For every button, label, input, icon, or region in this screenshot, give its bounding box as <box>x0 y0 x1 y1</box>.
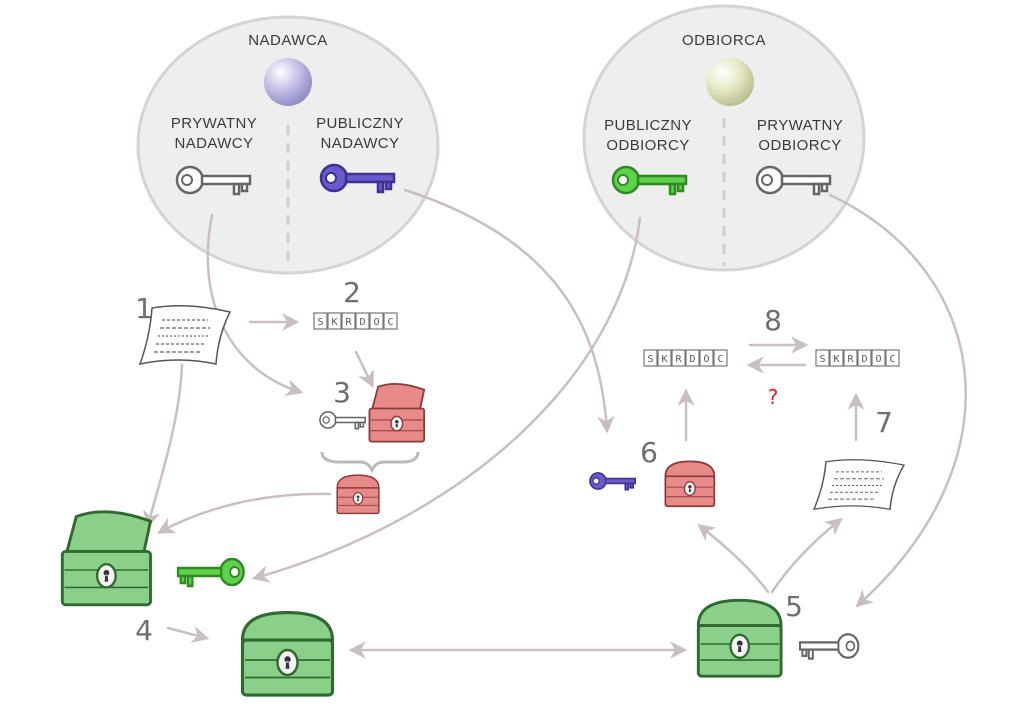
red-chest-closed-icon <box>336 474 380 515</box>
cipher-cell: K <box>327 312 342 330</box>
cipher-letter: O <box>703 354 709 365</box>
cipher-cell: S <box>643 349 658 367</box>
sender-private-key-label-line2: NADAWCY <box>175 135 254 152</box>
step-number-4: 4 <box>135 614 153 647</box>
receiver-private-key-used-icon <box>798 633 860 660</box>
cipher-letter: O <box>875 354 881 365</box>
cipher-cell: S <box>815 349 830 367</box>
cipher-cell: K <box>657 349 672 367</box>
cipher-letter: S <box>647 354 653 365</box>
cipher-letter: C <box>717 354 723 365</box>
step-number-7: 7 <box>875 406 893 439</box>
receiver-public-key-used-icon <box>176 557 245 588</box>
receiver-private-key-label-line2: ODBIORCY <box>758 137 841 154</box>
sender-public-key-used-icon <box>589 472 636 491</box>
plain-document-icon <box>139 305 231 365</box>
cipher-letter: K <box>661 354 667 365</box>
step-number-6: 6 <box>640 436 658 469</box>
cipher-text-recomputed: S K R D O C <box>815 349 900 367</box>
cipher-letter: R <box>847 354 854 365</box>
cipher-cell: O <box>369 312 384 330</box>
cipher-cell: R <box>843 349 858 367</box>
cipher-cell: C <box>383 312 398 330</box>
cipher-letter: R <box>675 354 682 365</box>
sender-sphere <box>264 58 312 106</box>
red-chest-received-icon <box>664 460 716 508</box>
sender-public-key-label-line2: NADAWCY <box>321 135 400 152</box>
cipher-cell: D <box>355 312 370 330</box>
cipher-cell: O <box>871 349 886 367</box>
receiver-public-key-label-line2: ODBIORCY <box>606 137 689 154</box>
receiver-sphere <box>706 58 754 106</box>
cipher-cell: D <box>685 349 700 367</box>
step-number-1: 1 <box>135 292 153 325</box>
cipher-text-sender: S K R D O C <box>313 312 398 330</box>
sender-panel: NADAWCA PRYWATNY NADAWCY PUBLICZNY NADAW… <box>136 15 440 275</box>
green-chest-closed-icon <box>240 610 335 697</box>
green-chest-received-icon <box>696 598 783 678</box>
cipher-cell: K <box>829 349 844 367</box>
curly-brace <box>320 451 420 474</box>
sender-title: NADAWCA <box>248 32 328 49</box>
cipher-letter: K <box>331 317 337 328</box>
cipher-text-from-chest: S K R D O C <box>643 349 728 367</box>
cipher-cell: O <box>699 349 714 367</box>
cipher-cell: R <box>341 312 356 330</box>
green-chest-open-icon <box>60 510 152 607</box>
receiver-public-key-label-line1: PUBLICZNY <box>604 117 692 134</box>
cipher-letter: S <box>819 354 825 365</box>
cipher-letter: K <box>833 354 839 365</box>
step-number-8: 8 <box>764 304 782 337</box>
cipher-letter: C <box>889 354 895 365</box>
receiver-title: ODBIORCA <box>682 32 766 49</box>
sender-private-key-label-line1: PRYWATNY <box>171 115 257 132</box>
receiver-panel: ODBIORCA PUBLICZNY ODBIORCY PRYWATNY ODB… <box>582 4 866 272</box>
sender-public-key-label-line1: PUBLICZNY <box>316 115 404 132</box>
receiver-private-key-label-line1: PRYWATNY <box>757 117 843 134</box>
cipher-letter: D <box>861 354 867 365</box>
cipher-letter: R <box>345 317 352 328</box>
step-number-3: 3 <box>333 376 351 409</box>
mismatch-question-mark: ? <box>768 385 779 409</box>
sender-private-key-small-icon <box>319 411 366 430</box>
step-number-2: 2 <box>343 276 361 309</box>
cipher-letter: D <box>689 354 695 365</box>
cipher-cell: D <box>857 349 872 367</box>
cipher-cell: C <box>885 349 900 367</box>
cipher-letter: D <box>359 317 365 328</box>
red-chest-open-icon <box>368 382 426 443</box>
step-number-5: 5 <box>785 590 803 623</box>
cipher-letter: C <box>387 317 393 328</box>
cipher-letter: O <box>373 317 379 328</box>
decrypted-document-icon <box>813 459 905 511</box>
cipher-cell: R <box>671 349 686 367</box>
cipher-cell: S <box>313 312 328 330</box>
cipher-letter: S <box>317 317 323 328</box>
cipher-cell: C <box>713 349 728 367</box>
flow-arrows <box>143 188 967 659</box>
